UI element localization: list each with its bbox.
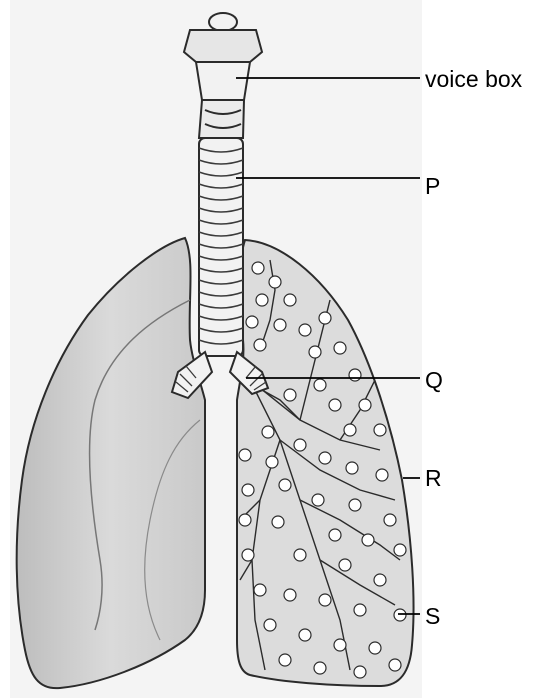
label-q: Q [425, 369, 443, 392]
label-r: R [425, 467, 442, 490]
label-s: S [425, 605, 440, 628]
trachea [199, 138, 243, 356]
label-p: P [425, 175, 440, 198]
label-voice-box: voice box [425, 68, 522, 91]
